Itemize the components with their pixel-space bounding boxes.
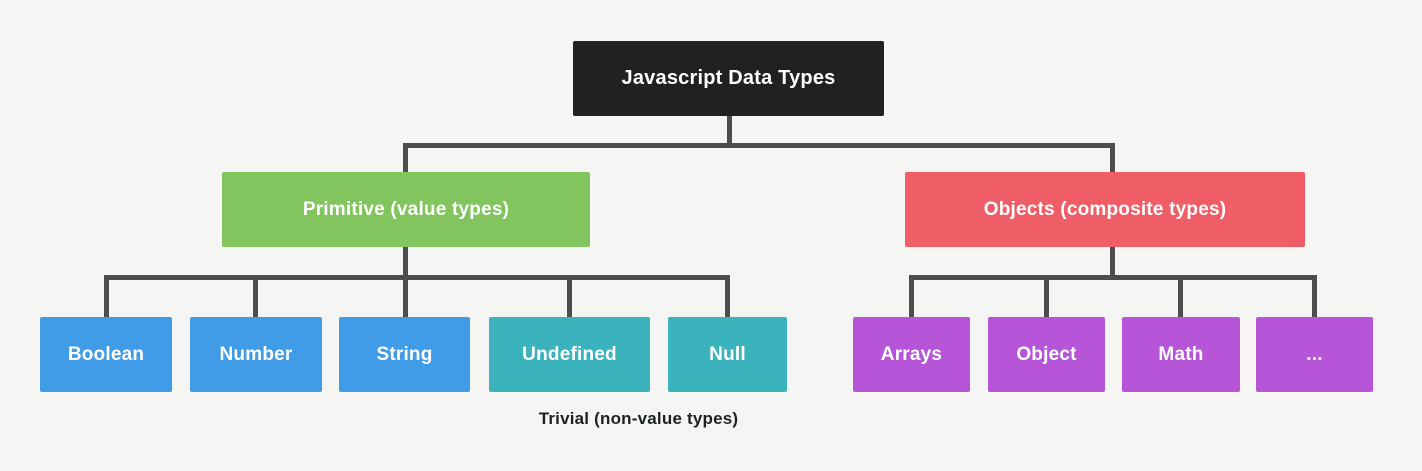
node-objects: Objects (composite types) (905, 172, 1305, 247)
connector-primitive-drop (403, 143, 408, 172)
node-primitive: Primitive (value types) (222, 172, 590, 247)
connector-root-drop (727, 116, 732, 148)
node-object: Object (988, 317, 1105, 392)
connector-objects-drop (1110, 143, 1115, 172)
node-undefined: Undefined (489, 317, 650, 392)
connector-number-stub (253, 275, 258, 317)
connector-boolean-stub (104, 275, 109, 317)
connector-null-stub (725, 275, 730, 317)
connector-arrays-stub (909, 275, 914, 317)
node-ellipsis: ... (1256, 317, 1373, 392)
connector-objects-horizontal (909, 275, 1317, 280)
connector-ellipsis-stub (1312, 275, 1317, 317)
node-null: Null (668, 317, 787, 392)
node-root: Javascript Data Types (573, 41, 884, 116)
node-arrays: Arrays (853, 317, 970, 392)
connector-string-stub (403, 275, 408, 317)
node-string: String (339, 317, 470, 392)
node-math: Math (1122, 317, 1240, 392)
node-number: Number (190, 317, 322, 392)
connector-primitive-down (403, 247, 408, 280)
trivial-caption: Trivial (non-value types) (538, 409, 739, 428)
connector-primitive-horizontal (104, 275, 730, 280)
connector-object-stub (1044, 275, 1049, 317)
connector-math-stub (1178, 275, 1183, 317)
connector-top-horizontal (403, 143, 1115, 148)
connector-undefined-stub (567, 275, 572, 317)
node-boolean: Boolean (40, 317, 172, 392)
connector-objects-down (1110, 247, 1115, 280)
